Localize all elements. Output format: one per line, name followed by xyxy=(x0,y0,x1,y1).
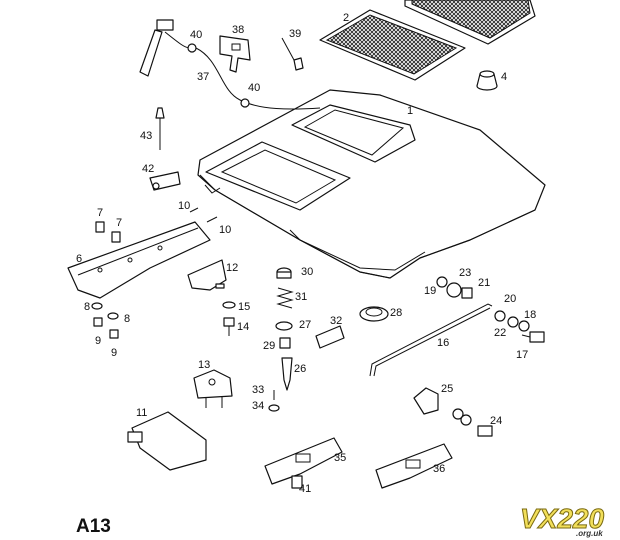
callout-34: 34 xyxy=(252,400,264,412)
part-23-bushing xyxy=(446,282,462,298)
part-4-knob xyxy=(476,70,498,91)
callout-42: 42 xyxy=(142,163,154,175)
callout-1: 1 xyxy=(407,105,413,117)
callout-10a: 10 xyxy=(178,200,190,212)
callout-9a: 9 xyxy=(95,335,101,347)
callout-31: 31 xyxy=(295,291,307,303)
callout-7a: 7 xyxy=(97,207,103,219)
part-6-bracket xyxy=(67,221,211,299)
part-12-hinge xyxy=(187,259,227,291)
callout-39: 39 xyxy=(289,28,301,40)
callout-23: 23 xyxy=(459,267,471,279)
part-18-washer xyxy=(518,320,530,332)
part-39-plug xyxy=(281,37,304,71)
part-1-main-panel xyxy=(197,89,546,279)
callout-38: 38 xyxy=(232,24,244,36)
callout-32: 32 xyxy=(330,315,342,327)
callout-8b: 8 xyxy=(124,313,130,325)
callout-12: 12 xyxy=(226,262,238,274)
callout-25: 25 xyxy=(441,383,453,395)
callout-22: 22 xyxy=(494,327,506,339)
part-36-bracket xyxy=(375,443,453,489)
part-31-spring xyxy=(276,287,294,309)
part-38-bracket xyxy=(219,35,251,73)
part-2-mesh-grille xyxy=(319,0,536,81)
part-22-washer xyxy=(507,316,519,328)
callout-11: 11 xyxy=(136,407,147,419)
part-15-washer xyxy=(222,301,236,309)
part-20-washer xyxy=(494,310,506,322)
part-17-bolt xyxy=(521,331,545,343)
vx220-logo: VX220 .org.uk xyxy=(520,503,605,539)
callout-18: 18 xyxy=(524,309,536,321)
callout-29: 29 xyxy=(263,340,275,352)
part-42-clip xyxy=(149,171,181,191)
callout-41: 41 xyxy=(299,483,311,495)
part-34-washer xyxy=(268,404,280,412)
part-29-bushing xyxy=(279,337,291,349)
callout-27: 27 xyxy=(299,319,311,331)
callout-30: 30 xyxy=(301,266,313,278)
callout-13: 13 xyxy=(198,359,210,371)
part-10-screw xyxy=(189,207,218,223)
part-19-washer xyxy=(436,276,448,288)
callout-15: 15 xyxy=(238,301,250,313)
callout-40b: 40 xyxy=(248,82,260,94)
logo-domain: .org.uk xyxy=(576,529,603,538)
logo-wordmark: VX220 xyxy=(520,503,604,534)
part-26-pin xyxy=(281,357,293,391)
part-11-hinge xyxy=(127,411,207,471)
callout-10b: 10 xyxy=(219,224,231,236)
part-14-screw xyxy=(223,317,235,336)
part-27-washer xyxy=(275,321,293,331)
callout-43: 43 xyxy=(140,130,152,142)
callout-7b: 7 xyxy=(116,217,122,229)
part-21-nut xyxy=(461,287,473,299)
part-24-bolt xyxy=(452,408,493,437)
part-9-screw xyxy=(93,317,119,339)
callout-20: 20 xyxy=(504,293,516,305)
part-43-pin xyxy=(155,107,165,150)
part-30-nut xyxy=(276,267,292,279)
callout-19: 19 xyxy=(424,285,436,297)
callout-21: 21 xyxy=(478,277,490,289)
callout-9b: 9 xyxy=(111,347,117,359)
callout-26: 26 xyxy=(294,363,306,375)
part-8-washer xyxy=(91,302,119,320)
callout-37: 37 xyxy=(197,71,209,83)
callout-14: 14 xyxy=(237,321,249,333)
part-25-clip xyxy=(413,387,439,415)
callout-16: 16 xyxy=(437,337,449,349)
callout-24: 24 xyxy=(490,415,502,427)
callout-8a: 8 xyxy=(84,301,90,313)
callout-28: 28 xyxy=(390,307,402,319)
part-28-cap xyxy=(359,306,389,322)
part-16-rod xyxy=(369,303,493,377)
callout-17: 17 xyxy=(516,349,528,361)
callout-33: 33 xyxy=(252,384,264,396)
callout-6: 6 xyxy=(76,253,82,265)
callout-2: 2 xyxy=(343,12,349,24)
callout-35: 35 xyxy=(334,452,346,464)
part-7-clip xyxy=(95,221,121,243)
part-35-bracket xyxy=(264,437,343,485)
callout-40a: 40 xyxy=(190,29,202,41)
part-37-cable xyxy=(139,19,321,110)
callout-36: 36 xyxy=(433,463,445,475)
part-32-clip xyxy=(315,325,345,349)
callout-4: 4 xyxy=(501,71,507,83)
figure-code: A13 xyxy=(76,516,111,537)
part-41-bushing xyxy=(291,475,303,489)
part-13-hinge xyxy=(193,369,233,408)
